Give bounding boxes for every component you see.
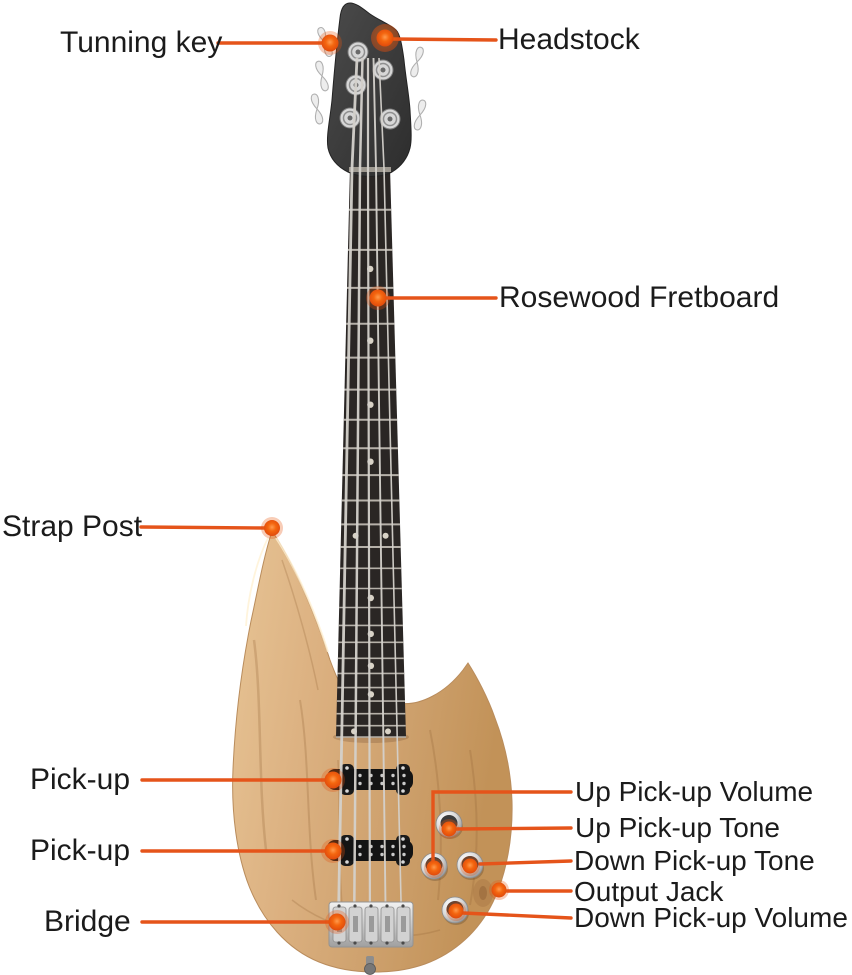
tuner-post [379,108,401,130]
tuner-post [347,41,369,63]
leader-lines [139,37,573,924]
leader-headstock [391,37,498,42]
string [336,57,359,945]
nut [349,167,391,172]
label-pickup-up: Pick-up [30,763,131,796]
string [352,57,364,945]
tuning-key-icon [315,60,329,92]
marker-bridge [325,910,349,934]
bottom-strap-pin [364,956,376,975]
tuning-key-icon [413,99,427,131]
string [366,58,372,945]
horn-highlight [275,537,329,653]
leader-strap-post [139,525,269,530]
leader-up-pickup-tone [454,826,573,831]
label-headstock: Headstock [498,23,640,56]
label-down-pickup-tone: Down Pick-up Tone [574,845,815,876]
marker-output-jack [489,880,509,900]
marker-strap-post [261,517,283,539]
horn-edge-highlight [245,537,269,627]
label-bridge: Bridge [44,905,131,938]
marker-headstock [371,24,399,52]
marker-tunning-key [318,31,342,55]
inlay-dot [385,728,391,735]
wood-knot-core [479,886,487,900]
headstock-face [327,2,412,177]
label-output-jack: Output Jack [574,876,724,907]
tuning-key-icon [310,93,324,125]
strings [336,57,403,945]
fretboard-face [336,167,406,737]
tuning-key-icon [410,46,424,78]
marker-down-pickup-tone [460,856,480,876]
tuner-post [372,59,394,81]
label-up-pickup-tone: Up Pick-up Tone [575,812,780,843]
label-pickup-down: Pick-up [30,834,131,867]
marker-down-pickup-volume [446,901,466,921]
string [378,57,403,945]
frets [336,208,406,738]
tuning-keys [310,27,427,131]
string [372,57,387,945]
leader-down-pickup-tone [478,859,573,866]
tuner-post [339,107,361,129]
label-down-pickup-volume: Down Pick-up Volume [574,902,848,933]
wood-knot [473,879,493,907]
inlay-dot [382,532,389,539]
marker-pickup-down [321,839,345,863]
label-up-pickup-volume: Up Pick-up Volume [575,776,814,807]
label-tunning-key: Tunning key [60,26,223,59]
marker-up-pickup-volume [424,858,444,878]
leader-up-pickup-volume [431,790,573,863]
marker-pickup-up [321,768,345,792]
leader-down-pickup-volume [461,911,573,920]
marker-up-pickup-tone [439,819,459,839]
label-strap-post: Strap Post [2,510,143,543]
label-rosewood-fretboard: Rosewood Fretboard [499,281,780,314]
marker-rosewood-fretboard [366,286,390,310]
marker-dots [261,24,509,934]
fretboard [336,167,406,738]
